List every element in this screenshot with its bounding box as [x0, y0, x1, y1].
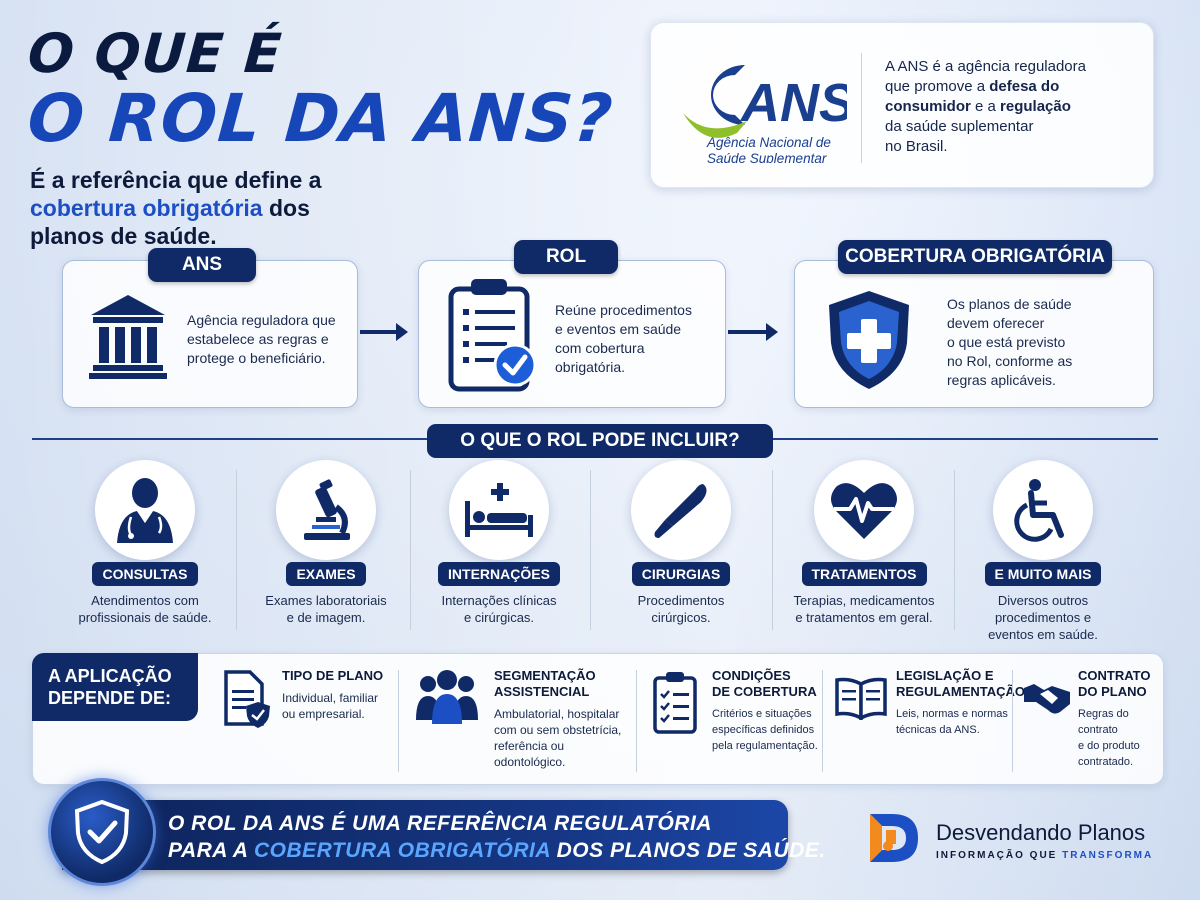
shield-check-icon [74, 799, 130, 865]
item-separator [954, 470, 955, 630]
microscope-icon [304, 479, 350, 540]
item-separator [236, 470, 237, 630]
book-icon [835, 677, 887, 720]
ans-card-divider [861, 53, 862, 163]
section-title: O QUE O ROL PODE INCLUIR? [427, 424, 773, 458]
ans-logo: ANS Agência Nacional de Saúde Suplementa… [683, 65, 847, 163]
application-separator [822, 670, 823, 772]
hospital-bed-icon [465, 483, 533, 537]
subtitle-part3: planos de saúde. [30, 223, 217, 249]
brand-tagline: INFORMAÇÃO QUE TRANSFORMA [936, 850, 1154, 861]
checklist-icon [653, 672, 697, 734]
desvendando-planos-logo [870, 814, 918, 862]
shield-plus-icon [829, 291, 909, 389]
handshake-icon [1024, 684, 1070, 714]
item-separator [410, 470, 411, 630]
item-tag: E MUITO MAIS [984, 562, 1102, 586]
subtitle-highlight: cobertura obrigatória [30, 195, 263, 221]
clipboard-check-icon [448, 279, 537, 392]
item-separator [590, 470, 591, 630]
flow-tag-cobertura: COBERTURA OBRIGATÓRIA [838, 240, 1112, 274]
item-tag: CONSULTAS [92, 562, 198, 586]
application-separator [636, 670, 637, 772]
page-title-line1: O QUE É [25, 22, 285, 85]
ans-info-card: ANS Agência Nacional de Saúde Suplementa… [650, 22, 1154, 188]
scalpel-icon [654, 484, 707, 538]
footer-banner [62, 800, 788, 870]
page-title-line2: O ROL DA ANS? [25, 80, 616, 157]
document-shield-icon [224, 670, 270, 728]
item-tag: CIRURGIAS [631, 562, 731, 586]
section-line-right [773, 438, 1158, 440]
ans-description: A ANS é a agência reguladora que promove… [885, 58, 1086, 155]
application-box [32, 653, 1164, 785]
subtitle: É a referência que define a cobertura ob… [30, 166, 360, 250]
ans-logo-sub2: Saúde Suplementar [707, 151, 827, 163]
flow-arrow-1 [360, 323, 408, 341]
flow-arrow-2 [728, 323, 778, 341]
footer-shield-badge [48, 778, 156, 886]
ans-logo-text: ANS [739, 73, 847, 133]
group-icon [416, 670, 478, 724]
brand-name: Desvendando Planos [936, 820, 1146, 845]
item-tag: EXAMES [286, 562, 366, 586]
ans-logo-sub1: Agência Nacional de [706, 135, 831, 150]
application-separator [1012, 670, 1013, 772]
subtitle-part2: dos [269, 195, 310, 221]
item-separator [772, 470, 773, 630]
subtitle-part1: É a referência que define a [30, 167, 322, 193]
footer-message: O ROL DA ANS É UMA REFERÊNCIA REGULATÓRI… [168, 812, 826, 862]
item-tag: TRATAMENTOS [801, 562, 927, 586]
wheelchair-icon [1014, 479, 1064, 542]
doctor-icon [117, 478, 173, 543]
heartbeat-icon [831, 483, 897, 539]
item-tag: INTERNAÇÕES [438, 562, 560, 586]
application-separator [398, 670, 399, 772]
flow-tag-ans: ANS [148, 248, 256, 282]
flow-tag-rol: ROL [514, 240, 618, 274]
institution-icon [89, 295, 167, 379]
section-line-left [32, 438, 427, 440]
